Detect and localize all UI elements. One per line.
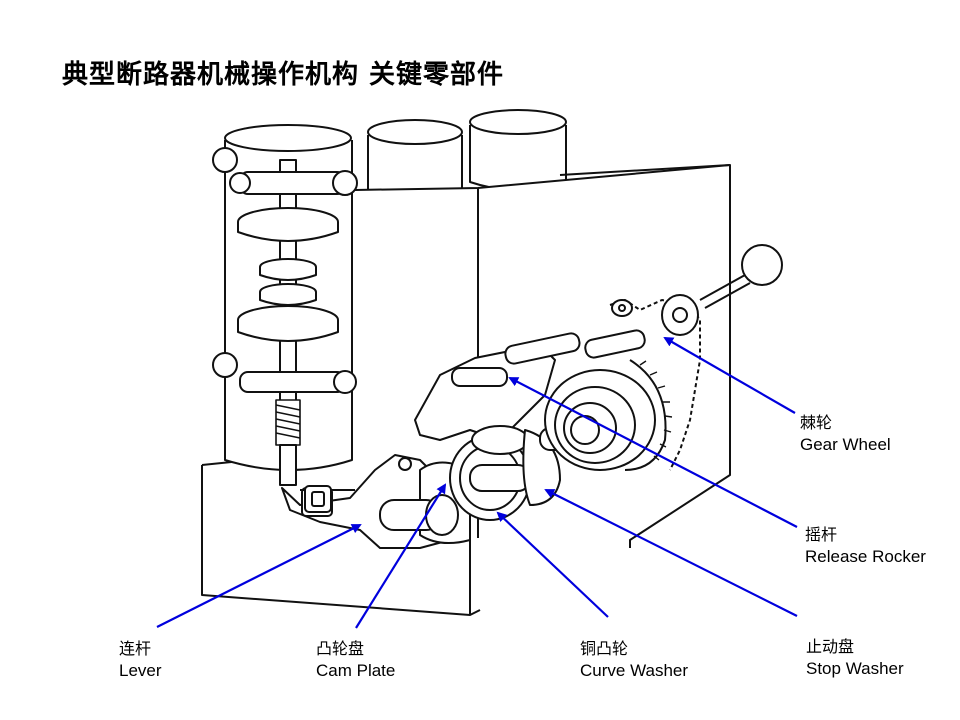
label-curve-washer-en: Curve Washer xyxy=(580,661,689,680)
left-pillar xyxy=(212,124,358,486)
ratchet-chain xyxy=(609,244,783,471)
label-stop-washer-zh: 止动盘 xyxy=(806,637,855,656)
label-curve-washer: 铜凸轮 Curve Washer xyxy=(580,638,688,682)
gear-drum xyxy=(544,359,673,471)
label-release-rocker-zh: 摇杆 xyxy=(805,525,838,544)
label-release-rocker-en: Release Rocker xyxy=(805,547,926,566)
label-cam-plate-zh: 凸轮盘 xyxy=(316,639,365,658)
arrow-lever xyxy=(156,524,362,628)
label-release-rocker: 摇杆 Release Rocker xyxy=(805,524,926,568)
arrow-release-rocker xyxy=(508,377,798,528)
label-cam-plate: 凸轮盘 Cam Plate xyxy=(316,638,395,682)
label-stop-washer: 止动盘 Stop Washer xyxy=(806,636,904,680)
arrow-stop-washer xyxy=(544,489,798,617)
label-cam-plate-en: Cam Plate xyxy=(316,661,396,680)
page-title: 典型断路器机械操作机构 关键零部件 xyxy=(62,60,505,90)
label-curve-washer-zh: 铜凸轮 xyxy=(580,639,629,658)
label-lever-en: Lever xyxy=(119,661,162,680)
mechanism-drawing xyxy=(201,109,783,616)
callout-lines xyxy=(156,337,798,629)
lever-linkage xyxy=(300,485,355,513)
label-lever-zh: 连杆 xyxy=(119,639,152,658)
label-stop-washer-en: Stop Washer xyxy=(806,659,904,678)
arrow-cam-plate xyxy=(355,483,447,629)
label-gear-wheel-zh: 棘轮 xyxy=(800,413,833,432)
arrow-gear-wheel xyxy=(663,337,796,414)
curve-washer xyxy=(449,425,531,521)
arrow-curve-washer xyxy=(496,511,609,618)
label-gear-wheel-en: Gear Wheel xyxy=(800,435,891,454)
release-rocker-plate xyxy=(414,329,646,441)
label-lever: 连杆 Lever xyxy=(119,638,162,682)
label-gear-wheel: 棘轮 Gear Wheel xyxy=(800,412,891,456)
